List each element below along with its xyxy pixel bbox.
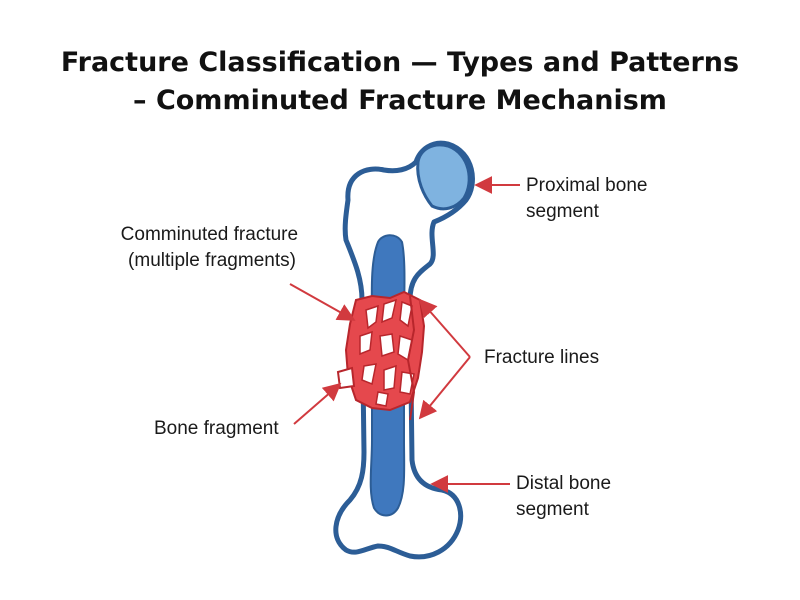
annotation-arrows [289, 176, 520, 493]
title-line-1: Fracture Classification — Types and Patt… [60, 47, 740, 78]
label-comminuted: Comminuted fracture (multiple fragments) [121, 224, 304, 271]
shard [375, 391, 389, 407]
shard [399, 300, 413, 328]
label-bone-fragment: Bone fragment [154, 418, 279, 439]
shard [383, 364, 397, 391]
shard [379, 333, 395, 358]
annotation-labels: Proximal bone segment Comminuted fractur… [121, 175, 653, 520]
shard [359, 330, 373, 356]
fracture-line [406, 295, 416, 421]
label-comminuted-line-2: (multiple fragments) [128, 250, 296, 271]
comminuted-fracture-zone [336, 290, 426, 421]
femoral-head [416, 143, 471, 211]
arrow-fracture-lines-lower [418, 356, 471, 420]
label-distal-line-1: Distal bone [516, 473, 611, 494]
label-distal-line-2: segment [516, 499, 590, 520]
shard [365, 304, 379, 330]
diagram-title: Fracture Classification — Types and Patt… [0, 44, 800, 120]
label-comminuted-line-1: Comminuted fracture [121, 224, 298, 245]
label-proximal: Proximal bone segment [526, 175, 653, 222]
label-distal: Distal bone segment [516, 473, 616, 520]
label-fracture-lines: Fracture lines [484, 347, 599, 368]
title-line-2: – Comminuted Fracture Mechanism [133, 85, 667, 116]
arrow-comminuted [289, 283, 356, 321]
shard [361, 363, 377, 386]
arrow-fracture-lines-upper [418, 298, 471, 358]
bone-fragment-piece [336, 366, 356, 390]
arrow-bone-fragment [293, 382, 342, 425]
label-proximal-line-2: segment [526, 201, 600, 222]
shard [381, 298, 398, 324]
label-proximal-line-1: Proximal bone [526, 175, 647, 196]
